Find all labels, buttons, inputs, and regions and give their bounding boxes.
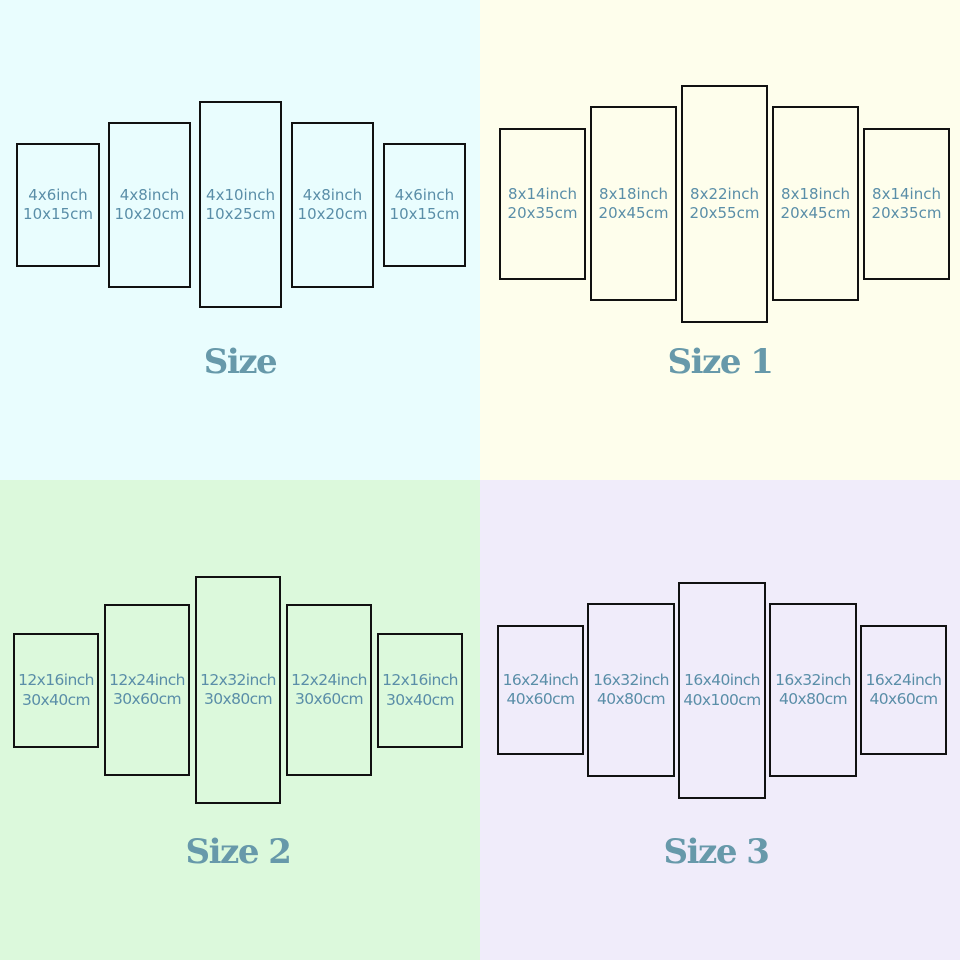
size-2-quadrant: 12x16inch 30x40cm 12x24inch 30x60cm 12x3… (0, 480, 480, 960)
size-title: Size (203, 342, 278, 382)
panel-inch-label: 8x22inch (690, 185, 759, 204)
panel-cm-label: 10x20cm (114, 205, 185, 223)
size-3-quadrant: 16x24inch 40x60cm 16x32inch 40x80cm 16x4… (480, 480, 960, 960)
canvas-panel: 16x24inch 40x60cm (860, 625, 947, 755)
panel-inch-label: 8x18inch (781, 184, 850, 203)
size-title: Size 3 (663, 832, 770, 872)
panel-cm-label: 30x40cm (21, 690, 91, 709)
panel-inch-label: 12x16inch (18, 671, 94, 690)
panel-inch-label: 4x6inch (394, 186, 455, 205)
panel-cm-label: 20x45cm (780, 203, 851, 222)
panel-cm-label: 20x35cm (507, 204, 578, 222)
panel-inch-label: 16x32inch (775, 670, 851, 689)
panel-cm-label: 40x100cm (683, 690, 761, 709)
canvas-panel: 4x8inch 10x20cm (108, 122, 191, 288)
panel-inch-label: 12x24inch (291, 670, 367, 689)
canvas-panel: 8x14inch 20x35cm (863, 128, 950, 280)
panel-inch-label: 16x40inch (684, 671, 760, 690)
panel-cm-label: 30x80cm (203, 690, 273, 708)
panel-inch-label: 8x18inch (599, 184, 668, 203)
panel-cm-label: 40x80cm (778, 690, 848, 708)
panel-cm-label: 30x60cm (294, 690, 364, 708)
panel-inch-label: 16x32inch (593, 670, 669, 689)
canvas-panel: 16x24inch 40x60cm (497, 625, 584, 755)
panel-cm-label: 10x15cm (23, 205, 93, 223)
panel-inch-label: 16x24inch (502, 670, 579, 689)
panel-inch-label: 4x6inch (28, 186, 88, 205)
canvas-panel: 16x32inch 40x80cm (769, 603, 857, 777)
panel-inch-label: 12x16inch (382, 671, 458, 690)
canvas-panel: 12x24inch 30x60cm (104, 604, 190, 776)
size-1-quadrant: 8x14inch 20x35cm 8x18inch 20x45cm 8x22in… (480, 0, 960, 480)
panel-cm-label: 30x40cm (385, 690, 455, 709)
canvas-panel: 4x6inch 10x15cm (383, 143, 466, 267)
panel-cm-label: 40x80cm (596, 690, 666, 708)
panel-inch-label: 4x8inch (302, 186, 363, 205)
canvas-panel: 12x16inch 30x40cm (377, 633, 463, 748)
canvas-panel: 12x32inch 30x80cm (195, 576, 281, 804)
canvas-panel: 12x24inch 30x60cm (286, 604, 372, 776)
panel-cm-label: 40x60cm (869, 690, 938, 708)
panel-inch-label: 12x32inch (200, 670, 276, 689)
canvas-panel: 16x32inch 40x80cm (587, 603, 675, 777)
panel-inch-label: 8x14inch (508, 185, 577, 204)
panel-inch-label: 4x10inch (206, 185, 275, 204)
panel-inch-label: 12x24inch (109, 670, 185, 689)
panel-inch-label: 8x14inch (872, 185, 941, 204)
canvas-panel: 4x6inch 10x15cm (16, 143, 100, 267)
panel-cm-label: 30x60cm (112, 690, 182, 708)
panel-cm-label: 40x60cm (506, 690, 575, 708)
panel-cm-label: 20x35cm (871, 204, 942, 222)
panel-inch-label: 4x8inch (119, 186, 180, 205)
size-title: Size 2 (185, 832, 292, 872)
size-quadrant: 4x6inch 10x15cm 4x8inch 10x20cm 4x10inch… (0, 0, 480, 480)
canvas-panel: 12x16inch 30x40cm (13, 633, 99, 748)
panel-cm-label: 10x25cm (205, 204, 276, 223)
canvas-panel: 8x18inch 20x45cm (772, 106, 859, 301)
canvas-panel: 8x18inch 20x45cm (590, 106, 677, 301)
panel-cm-label: 20x45cm (598, 203, 669, 222)
panel-inch-label: 16x24inch (865, 670, 942, 689)
panel-cm-label: 10x15cm (389, 205, 460, 223)
canvas-panel: 4x10inch 10x25cm (199, 101, 282, 308)
canvas-panel: 8x14inch 20x35cm (499, 128, 586, 280)
size-title: Size 1 (667, 342, 774, 382)
canvas-panel: 4x8inch 10x20cm (291, 122, 374, 288)
panel-cm-label: 10x20cm (297, 205, 368, 223)
panel-cm-label: 20x55cm (689, 204, 760, 222)
canvas-panel: 16x40inch 40x100cm (678, 582, 766, 799)
canvas-panel: 8x22inch 20x55cm (681, 85, 768, 323)
